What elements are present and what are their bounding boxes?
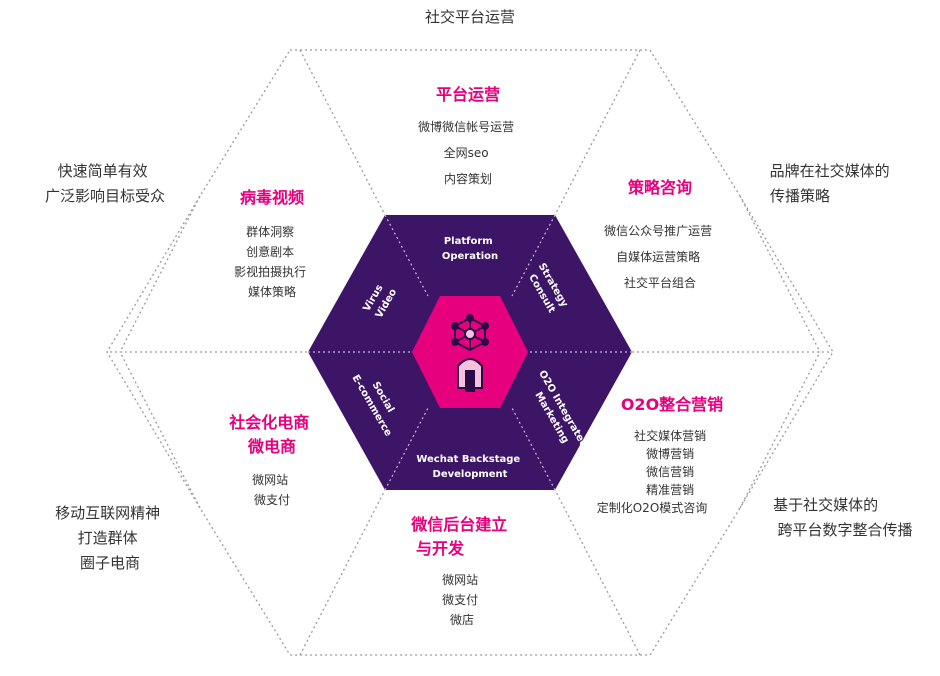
- section-title-platform: 平台运营: [436, 85, 500, 104]
- inner-dividers: [308, 214, 632, 491]
- section-items-ecommerce: 微网站 微支付: [252, 473, 292, 507]
- section-title-o2o: O2O整合营销: [621, 395, 723, 414]
- section-title-wechat: 微信后台建立 与开发: [410, 515, 513, 558]
- outer-hexagon-frame: [106, 49, 834, 656]
- section-items-strategy: 微信公众号推广运营 自媒体运营策略 社交平台组合: [604, 224, 716, 290]
- section-items-viral: 群体洞察 创意剧本 影视拍摄执行 媒体策略: [234, 225, 310, 299]
- network-person-icon: [451, 314, 489, 392]
- section-title-viral: 病毒视频: [240, 188, 304, 207]
- outer-caption-right-bottom: 基于社交媒体的 跨平台数字整合传播: [773, 496, 912, 539]
- section-title-strategy: 策略咨询: [627, 178, 692, 197]
- inner-label-wechat: Wechat Backstage Development: [416, 454, 523, 480]
- outer-caption-left-bottom: 移动互联网精神 打造群体 圈子电商: [55, 504, 165, 572]
- center-hexagon: [412, 296, 528, 408]
- section-title-ecommerce: 社会化电商 微电商: [228, 413, 315, 456]
- outer-caption-top: 社交平台运营: [425, 8, 515, 26]
- outer-caption-right-top: 品牌在社交媒体的 传播策略: [770, 162, 895, 205]
- outer-caption-left-top: 快速简单有效 广泛影响目标受众: [45, 162, 165, 205]
- section-items-o2o: 社交媒体营销 微博营销 微信营销 精准营销 定制化O2O模式咨询: [597, 428, 710, 515]
- section-items-wechat: 微网站 微支付 微店: [442, 573, 482, 627]
- inner-label-platform: Platform Operation: [442, 236, 498, 262]
- section-items-platform: 微博微信帐号运营 全网seo 内容策划: [418, 119, 518, 186]
